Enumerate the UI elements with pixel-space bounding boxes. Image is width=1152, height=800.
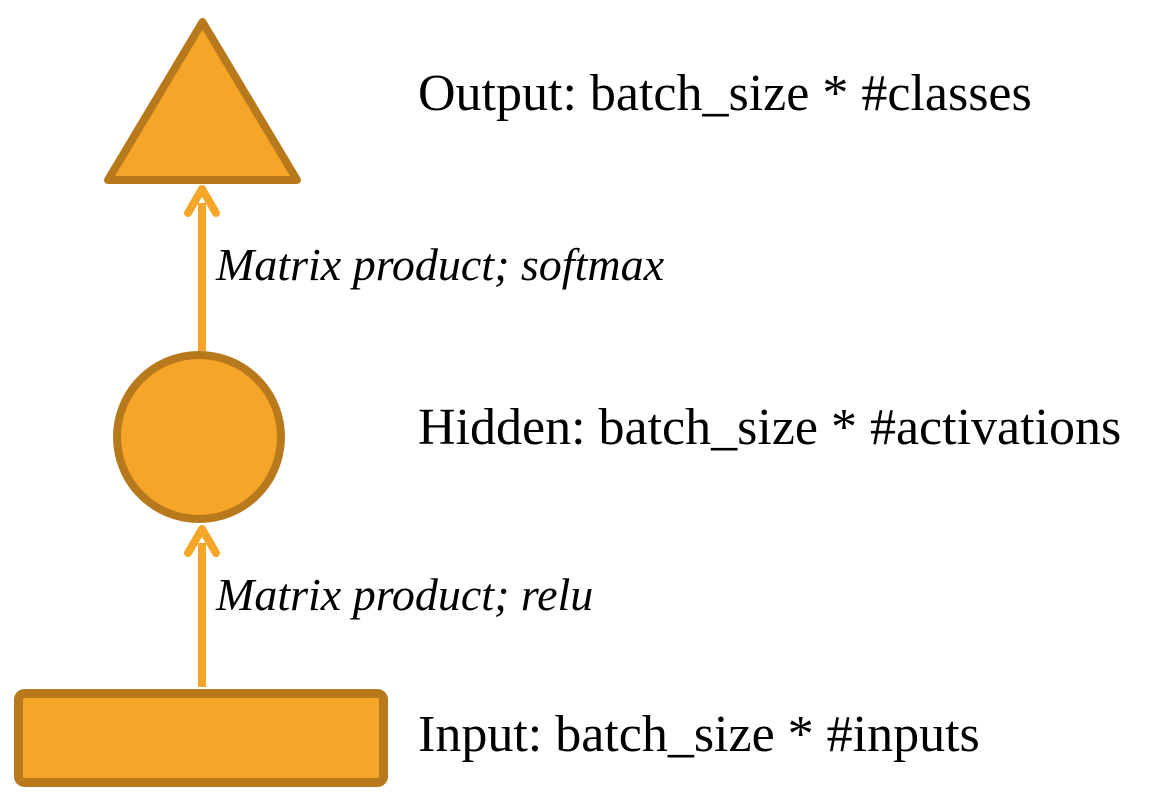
edge-label-relu: Matrix product; relu <box>216 569 594 620</box>
edge-label-softmax: Matrix product; softmax <box>216 239 665 290</box>
output-node-label: Output: batch_size * #classes <box>418 65 1032 122</box>
input-node-rectangle <box>14 689 388 787</box>
arrow-hidden-to-output-head-icon <box>184 185 220 217</box>
input-node-label: Input: batch_size * #inputs <box>418 706 980 763</box>
output-node-triangle <box>104 18 301 184</box>
arrow-hidden-to-output <box>184 185 220 351</box>
hidden-node-label: Hidden: batch_size * #activations <box>418 399 1122 456</box>
hidden-node-circle <box>113 351 285 523</box>
arrow-input-to-hidden-head-icon <box>184 525 220 557</box>
arrow-input-to-hidden <box>184 525 220 687</box>
